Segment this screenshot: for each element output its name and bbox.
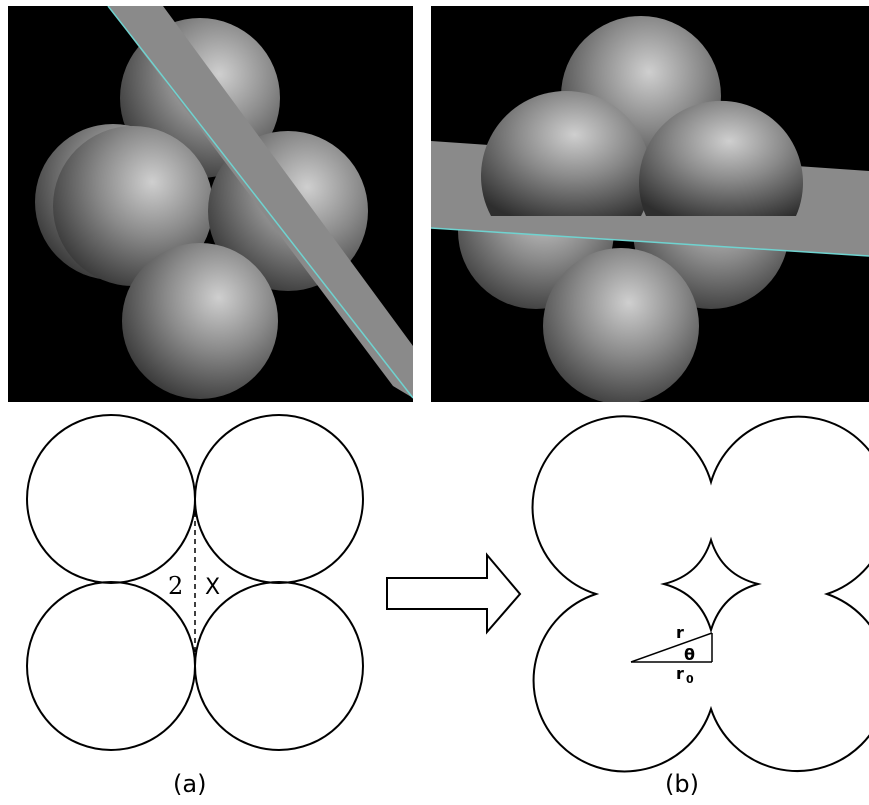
diagram-a	[26, 414, 364, 751]
circle-a-bottom-left	[26, 581, 196, 751]
merged-outline	[531, 415, 869, 773]
render-panel-right	[431, 6, 869, 402]
caption-b: (b)	[665, 770, 699, 798]
sphere-mid-left	[481, 91, 651, 216]
sphere-left	[53, 126, 213, 286]
gap-number-label: 2	[168, 572, 183, 600]
circle-a-top-left	[26, 414, 196, 584]
diagram-b	[531, 415, 869, 773]
radius0-label: r	[676, 664, 684, 683]
sphere-bottom	[122, 243, 278, 399]
radius0-subscript: 0	[686, 673, 694, 686]
inner-cusp-void	[660, 536, 762, 634]
gap-letter-label: X	[205, 575, 220, 600]
render-panel-left	[8, 6, 413, 402]
radius-r-line	[630, 632, 713, 663]
theta-label: θ	[684, 645, 695, 664]
radius-label: r	[676, 623, 684, 642]
circle-a-bottom-right	[194, 581, 364, 751]
cutting-plane-edge-right	[431, 227, 869, 257]
right-arrow-outline-icon	[386, 552, 522, 635]
render-right-svg	[431, 16, 869, 402]
sphere-bottom	[543, 248, 699, 402]
cutting-plane-edge-left	[107, 6, 413, 399]
circle-a-top-right	[194, 414, 364, 584]
panel-separator	[413, 0, 431, 405]
caption-a: (a)	[173, 770, 207, 798]
render-left-svg	[35, 6, 413, 399]
sphere-mid-right	[639, 100, 803, 216]
